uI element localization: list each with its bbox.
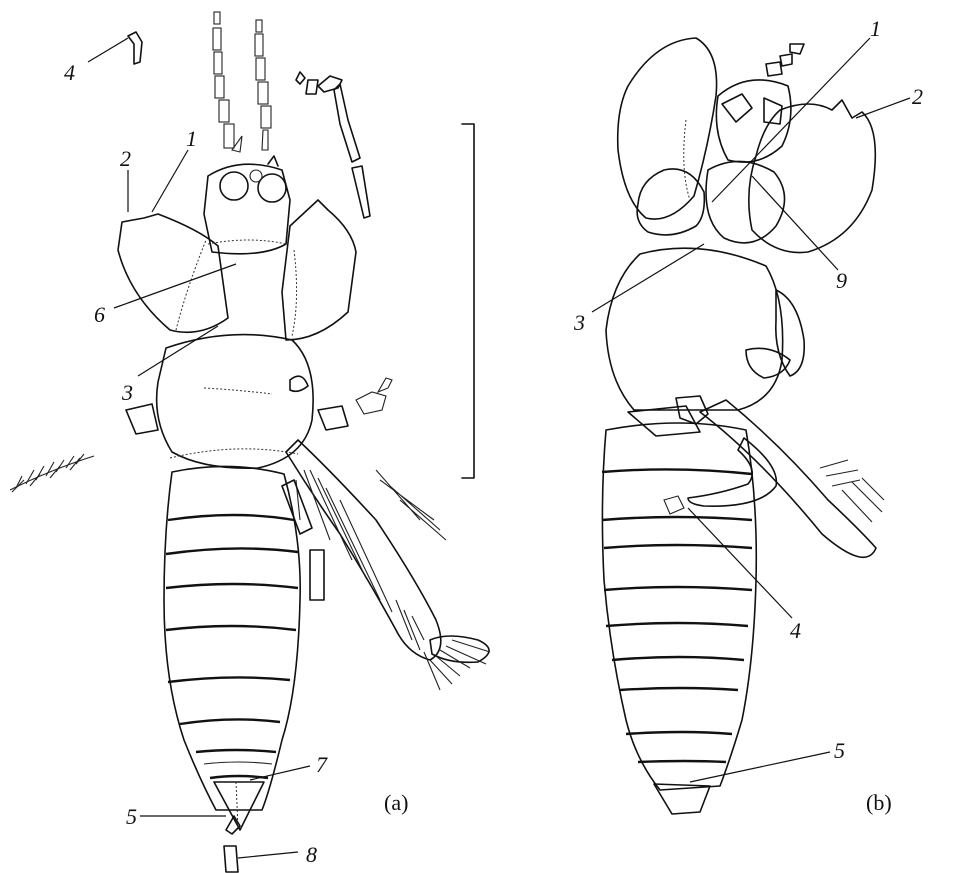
callout-a-8: 8	[306, 842, 317, 867]
thorax-b	[606, 248, 804, 436]
hind-leg-a	[286, 440, 490, 690]
callout-a-3: 3	[121, 380, 133, 405]
panel-label-b: (b)	[866, 790, 892, 815]
callout-b-2: 2	[912, 84, 923, 109]
forewing-right-a	[282, 200, 356, 340]
antenna-left-a	[213, 12, 242, 152]
wing-base-b	[637, 120, 784, 243]
abdomen-b	[602, 423, 756, 814]
bristles-left-a	[10, 454, 94, 492]
panel-label-a: (a)	[384, 790, 408, 815]
callout-a-7: 7	[316, 752, 328, 777]
forewing-left-b	[618, 38, 717, 219]
small-part-a	[128, 32, 142, 64]
callout-labels: 1 2 3 4 5 6 7 8 1 2 3 4 5 9	[64, 16, 923, 867]
antenna-right-a	[255, 20, 271, 150]
detached-leg-a	[296, 72, 370, 218]
callout-b-3: 3	[573, 310, 585, 335]
callout-a-1: 1	[186, 126, 197, 151]
specimen-a	[10, 12, 490, 872]
head-a	[204, 156, 290, 254]
head-b	[716, 80, 791, 162]
callout-a-4: 4	[64, 60, 75, 85]
callout-b-5: 5	[834, 738, 845, 763]
callout-a-5: 5	[126, 804, 137, 829]
callout-b-9: 9	[836, 268, 847, 293]
pronotal-band-a	[208, 240, 286, 244]
abdomen-a	[164, 466, 300, 872]
loose-segments-a	[282, 480, 324, 600]
scale-bar	[462, 124, 474, 478]
callout-a-2: 2	[120, 146, 131, 171]
callout-b-1: 1	[870, 16, 881, 41]
specimen-b	[602, 38, 884, 814]
thorax-a	[126, 335, 392, 469]
callout-a-6: 6	[94, 302, 105, 327]
callout-b-4: 4	[790, 618, 801, 643]
antenna-b	[766, 44, 804, 76]
